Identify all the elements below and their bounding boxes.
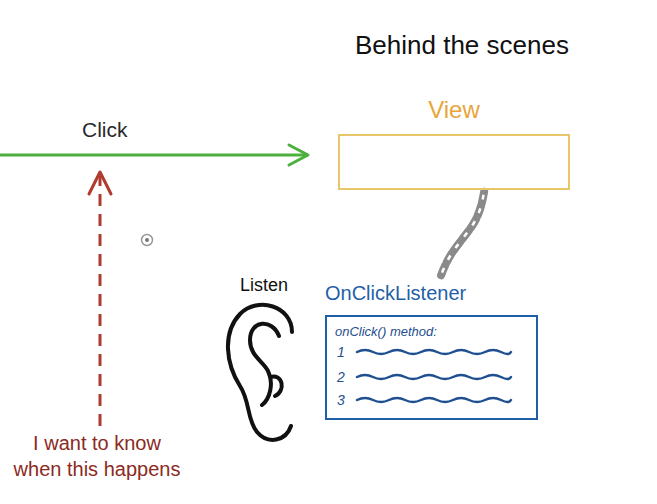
line-number: 3 (337, 391, 345, 409)
note-text: I want to know when this happens (8, 430, 186, 482)
node-heading: OnClickListener (325, 281, 538, 305)
line-number: 1 (337, 343, 345, 361)
code-line (357, 398, 511, 402)
listener-box: OnClickListener onClick() method: (325, 281, 538, 420)
dashed-arrow (99, 176, 102, 426)
node-heading: View (338, 96, 570, 125)
illustration-label: Listen (240, 274, 288, 297)
ear-icon (228, 305, 292, 440)
code-lines (357, 350, 511, 402)
ear-tragus (270, 376, 282, 396)
cursor-dot-center (145, 238, 149, 242)
node-body-text: onClick() method: (335, 324, 437, 339)
chain-body (440, 192, 484, 278)
ear-helix (228, 305, 292, 440)
line-number: 2 (337, 368, 345, 386)
click-arrowhead (289, 145, 308, 165)
arrow-label: Click (82, 116, 128, 143)
code-line (357, 350, 511, 354)
diagram-title: Behind the scenes (355, 30, 569, 61)
dashed-arrowhead (89, 172, 111, 194)
chain-link (440, 192, 484, 278)
ear-inner (250, 324, 279, 405)
click-arrow (0, 154, 306, 157)
node-frame: onClick() method: (325, 315, 538, 420)
node-frame (338, 134, 570, 190)
chain-gap (440, 192, 484, 278)
cursor-dot (142, 235, 153, 246)
code-line (357, 375, 511, 379)
view-box: View (338, 96, 570, 190)
